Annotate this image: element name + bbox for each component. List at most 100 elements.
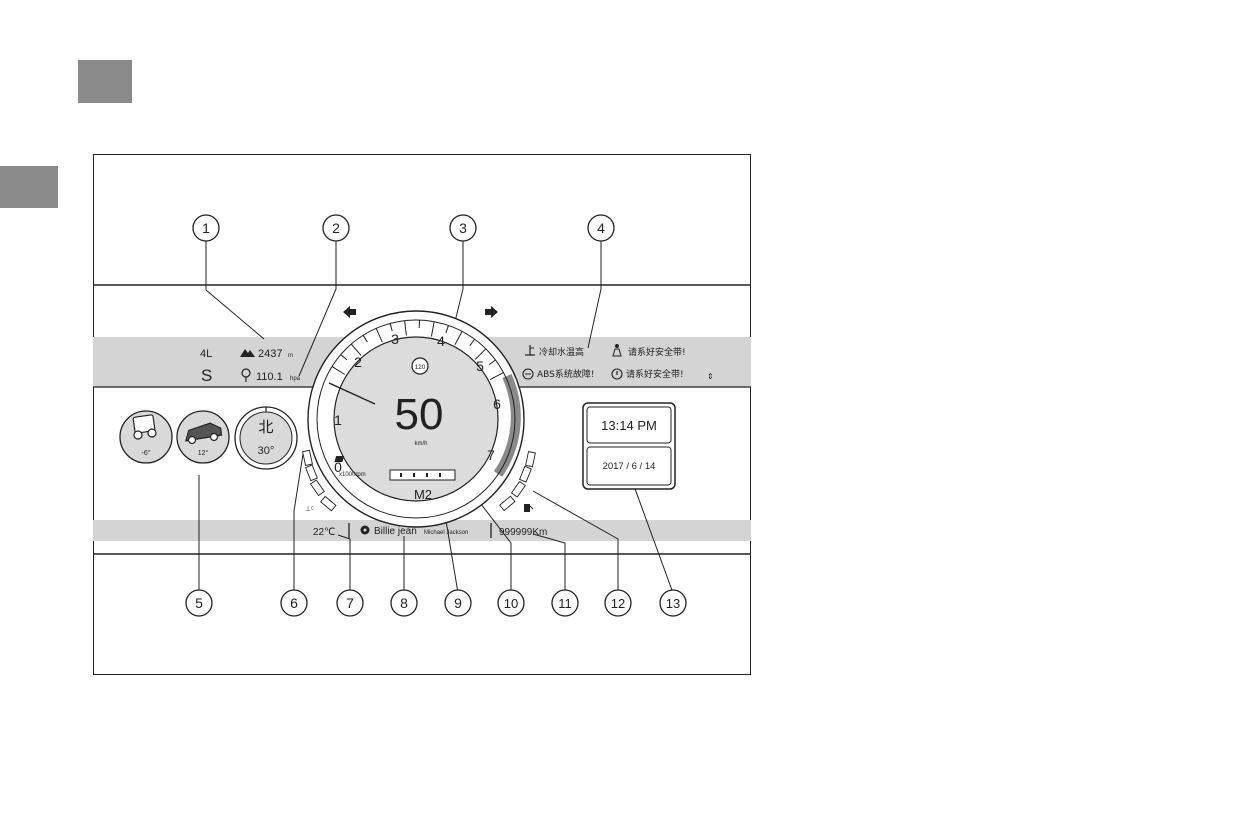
- svg-text:3: 3: [459, 220, 467, 236]
- manual-section-tab: [78, 60, 132, 103]
- gear-indicator-icon: [334, 456, 345, 462]
- gauge-tick: [340, 354, 348, 361]
- gauge-tick: [454, 331, 463, 345]
- gear-value: M2: [414, 487, 432, 502]
- music-icon: [360, 525, 370, 535]
- info-bar: [93, 520, 751, 541]
- pressure-unit: hpa: [290, 376, 301, 382]
- svg-text:2: 2: [332, 220, 340, 236]
- instrument-cluster-diagram: 1 2 3 4 5 6 7 8 9 10 11 12 13 4L S 2437 …: [93, 214, 751, 617]
- svg-text:11: 11: [558, 596, 572, 611]
- speed-limit-badge: [411, 357, 429, 375]
- gauge-tick: [445, 325, 449, 334]
- seatbelt-icon: [612, 344, 622, 357]
- callout-13: 13: [659, 589, 687, 617]
- gauge-tick: [489, 372, 504, 381]
- gauge-scale-label: 4: [437, 333, 445, 349]
- gauge-tick: [430, 321, 435, 337]
- callout-6: 6: [280, 589, 308, 617]
- gauge-tick: [474, 348, 487, 360]
- odometer: 999999Km: [499, 527, 547, 538]
- gauge-tick: [350, 343, 362, 356]
- gauge-scale-label: 3: [391, 331, 399, 347]
- gauge-scale-label: 2: [354, 354, 362, 370]
- compass-degrees: 30°: [258, 445, 275, 457]
- roll-vehicle-icon: [184, 422, 223, 445]
- callout-4: 4: [587, 214, 615, 242]
- song-title: Billie jean: [374, 526, 417, 537]
- pitch-vehicle-icon: [132, 414, 157, 440]
- clock-date: 2017 / 6 / 14: [603, 461, 656, 472]
- clock-panel: 13:14 PM 2017 / 6 / 14: [582, 402, 676, 490]
- svg-text:4: 4: [597, 220, 605, 236]
- gauge-scale-label: 7: [487, 447, 495, 463]
- clock-time: 13:14 PM: [601, 418, 657, 433]
- gauge-tick: [389, 323, 393, 332]
- speed-dial: [333, 336, 499, 502]
- callout-3: 3: [449, 214, 477, 242]
- scroll-indicator-icon: ⇕: [707, 372, 714, 381]
- compass: 北 30°: [234, 406, 298, 470]
- svg-text:13: 13: [666, 596, 680, 611]
- seatbelt-warning-2: 请系好安全带!: [626, 368, 684, 380]
- roll-meter: 12°: [176, 410, 230, 464]
- speed-unit: km/h: [414, 441, 427, 447]
- callout-12: 12: [604, 589, 632, 617]
- svg-text:5: 5: [195, 595, 203, 611]
- svg-text:10: 10: [504, 596, 518, 611]
- pitch-value: -6°: [141, 449, 150, 457]
- coolant-warning: 冷却水温高: [539, 346, 584, 358]
- drive-mode: 4L: [200, 348, 212, 360]
- pressure-value: 110.1: [256, 371, 283, 383]
- roll-value: 12°: [198, 449, 209, 457]
- gauge-ticks: [331, 320, 504, 381]
- callout-1: 1: [192, 214, 220, 242]
- pressure-icon: [241, 368, 251, 382]
- song-artist: Michael Jackson: [424, 530, 468, 536]
- callout-10: 10: [497, 589, 525, 617]
- shift-progress-bar: [389, 469, 456, 481]
- outside-temp: 22℃: [313, 527, 335, 538]
- svg-text:9: 9: [454, 595, 462, 611]
- coolant-temp-icon: [525, 345, 535, 356]
- fuel-pump-icon: [524, 504, 534, 512]
- abs-icon: [522, 368, 534, 380]
- gauge-scale-label: 1: [334, 412, 342, 428]
- gauge-tick: [375, 328, 383, 343]
- abs-warning: ABS系统故障!: [537, 368, 595, 380]
- svg-text:8: 8: [400, 595, 408, 611]
- gauge-tick: [331, 366, 346, 375]
- callout-11: 11: [551, 589, 579, 617]
- shift-progress-dots: [400, 473, 441, 477]
- callout-2: 2: [322, 214, 350, 242]
- callout-7: 7: [336, 589, 364, 617]
- gauge-tick: [488, 359, 496, 366]
- callout-5: 5: [185, 589, 213, 617]
- warning-circle-icon: [611, 368, 623, 380]
- svg-text:6: 6: [290, 595, 298, 611]
- speed-limit-value: 120: [415, 364, 426, 371]
- fuel-bar-gauge: [499, 450, 536, 512]
- left-turn-signal-icon: [343, 306, 356, 318]
- gauge-tick: [404, 320, 407, 336]
- gauge-scale-label: 6: [493, 396, 501, 412]
- compass-direction: 北: [258, 418, 273, 436]
- gauge-tick: [362, 335, 368, 343]
- callout-8: 8: [390, 589, 418, 617]
- coolant-temp-bar-gauge: [302, 449, 337, 512]
- callout-9: 9: [444, 589, 472, 617]
- gauge-needle: [328, 382, 376, 405]
- gauge-scale-label: 0: [334, 459, 342, 475]
- mountain-icon: [240, 349, 255, 357]
- svg-text:7: 7: [346, 595, 354, 611]
- manual-chapter-tab: [0, 166, 58, 208]
- speed-value: 50: [395, 390, 444, 439]
- figure-frame: [93, 154, 751, 675]
- seatbelt-warning-1: 请系好安全带!: [628, 346, 686, 358]
- pitch-meter: -6°: [119, 410, 173, 464]
- right-turn-signal-icon: [485, 306, 498, 318]
- coolant-temp-gauge-icon: ⊥ᶜ: [305, 506, 314, 513]
- gauge-tick: [469, 338, 475, 346]
